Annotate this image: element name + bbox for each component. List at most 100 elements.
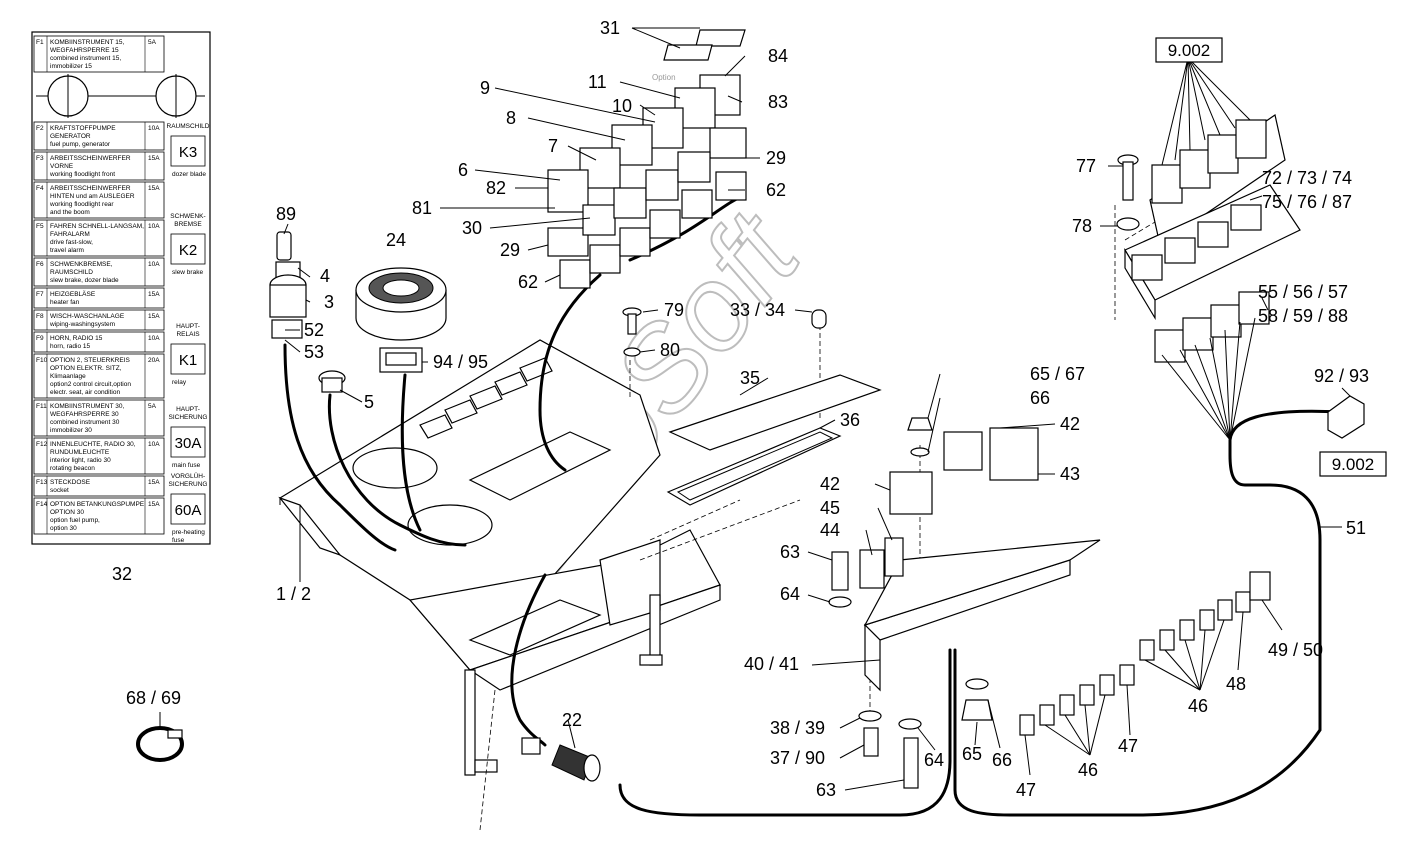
console-panel <box>278 339 721 776</box>
ref-box-9002-bottom <box>1319 451 1387 477</box>
legend-row-frame <box>33 121 165 151</box>
callout-65-67: 65 / 67 <box>1030 364 1085 384</box>
fuse-code: F13 <box>36 479 48 486</box>
fuse-description-line: immobilizer 30 <box>50 427 92 434</box>
fuse-amperage: 10A <box>148 335 160 342</box>
callout-4: 4 <box>320 266 330 286</box>
fuse-description-line: RAUMSCHILD <box>50 269 93 276</box>
fuse-amperage: 15A <box>148 313 160 320</box>
fuse-amperage: 10A <box>148 125 160 132</box>
callout-51: 51 <box>1346 518 1366 538</box>
fuse-description-line: option 30 <box>50 525 77 532</box>
callout-24: 24 <box>386 230 406 250</box>
legend-row-frame <box>33 35 165 73</box>
option-label: Option <box>652 73 676 82</box>
callout-38-39: 38 / 39 <box>770 718 825 738</box>
legend-row-frame <box>33 257 165 287</box>
callout-77: 77 <box>1076 156 1096 176</box>
callout-53: 53 <box>304 342 324 362</box>
hose-clamp <box>136 726 184 762</box>
bolt-37-90 <box>863 727 879 757</box>
fuse-holder-49-50 <box>1249 571 1271 601</box>
legend-card-number: 32 <box>112 564 132 584</box>
legend-mounting-holes <box>36 74 205 118</box>
main-fuse-45 <box>884 537 904 577</box>
ref-box-9002-bottom-label: 9.002 <box>1332 455 1375 474</box>
fuse-code: F6 <box>36 261 44 268</box>
side-item-label: K2 <box>179 242 197 259</box>
side-item-caption: slew brake <box>172 269 203 276</box>
callout-46-right: 46 <box>1188 696 1208 716</box>
fuse-description-line: FAHREN SCHNELL-LANGSAM, <box>50 223 144 230</box>
fuse-code: F4 <box>36 185 44 192</box>
callout-72-73-74: 72 / 73 / 74 <box>1262 168 1352 188</box>
washer-78 <box>1116 217 1140 231</box>
callout-35: 35 <box>740 368 760 388</box>
callout-52: 52 <box>304 320 324 340</box>
lower-harness-cable <box>618 648 952 817</box>
callout-64-lower: 64 <box>924 750 944 770</box>
pilot-lamp <box>318 370 346 393</box>
fuse-code: F1 <box>36 39 44 46</box>
side-item-caption: fuse <box>172 537 185 544</box>
legend-row-frame <box>33 353 165 399</box>
fuse-code: F9 <box>36 335 44 342</box>
side-item-caption: relay <box>172 379 187 386</box>
fuse-description-line: FAHRALARM <box>50 231 90 238</box>
callout-68-69: 68 / 69 <box>126 688 181 708</box>
knob-33-34 <box>811 309 827 329</box>
side-item-title: SICHERUNG <box>168 414 207 421</box>
fuse-description-line: KOMBIINSTRUMENT 15, <box>50 39 124 46</box>
gasket-36 <box>666 427 842 506</box>
connector-62d <box>619 227 651 257</box>
fuse-description-line: working floodlight rear <box>49 201 114 208</box>
fuse-description-line: VORNE <box>50 163 74 170</box>
callout-63-upper: 63 <box>780 542 800 562</box>
fuse-code: F3 <box>36 155 44 162</box>
switch-cover-31a <box>695 29 746 47</box>
fuse-description-line: working floodlight front <box>49 171 115 178</box>
callout-1-2: 1 / 2 <box>276 584 311 604</box>
blank-plug-29b <box>547 227 589 257</box>
multi-pin-connector <box>379 347 423 373</box>
cover-35 <box>668 374 882 451</box>
callout-36: 36 <box>840 410 860 430</box>
fuse-description-line: slew brake, dozer blade <box>50 277 119 284</box>
connector-62a <box>715 171 747 201</box>
connector-block-lower <box>1154 291 1270 363</box>
fuse-description-line: fuel pump, generator <box>50 141 111 148</box>
callout-80: 80 <box>660 340 680 360</box>
callout-94-95: 94 / 95 <box>433 352 488 372</box>
plug-92-93 <box>1327 395 1365 439</box>
side-item-title: RAUMSCHILD <box>167 123 210 130</box>
fuse-description-line: travel alarm <box>50 247 84 254</box>
legend-row-frame <box>33 287 165 309</box>
side-item-label: 30A <box>175 435 202 452</box>
fuse-description-line: OPTION 30 <box>50 509 84 516</box>
fuse-description-line: heater fan <box>50 299 80 306</box>
callout-44: 44 <box>820 520 840 540</box>
relay-42b <box>943 431 983 471</box>
fuse-description-line: OPTION 2, STEUERKREIS <box>50 357 130 364</box>
fuse-description-line: drive fast-slow, <box>50 239 93 246</box>
fuse-description-line: INNENLEUCHTE, RADIO 30, <box>50 441 136 448</box>
fuse-description-line: combined instrument 15, <box>50 55 121 62</box>
callout-46-left: 46 <box>1078 760 1098 780</box>
callout-43: 43 <box>1060 464 1080 484</box>
side-item-caption: main fuse <box>172 462 201 469</box>
side-item-box <box>170 493 206 525</box>
fuse-description-line: immobilizer 15 <box>50 63 92 70</box>
fuse-description-line: KOMBIINSTRUMENT 30, <box>50 403 124 410</box>
washer-66 <box>910 447 930 457</box>
fuse-amperage: 15A <box>148 291 160 298</box>
fuse-amperage: 15A <box>148 185 160 192</box>
ref-box-9002-top-label: 9.002 <box>1168 41 1211 60</box>
fuse-description-line: rotating beacon <box>50 465 95 472</box>
main-harness-cable-51 <box>953 409 1342 817</box>
